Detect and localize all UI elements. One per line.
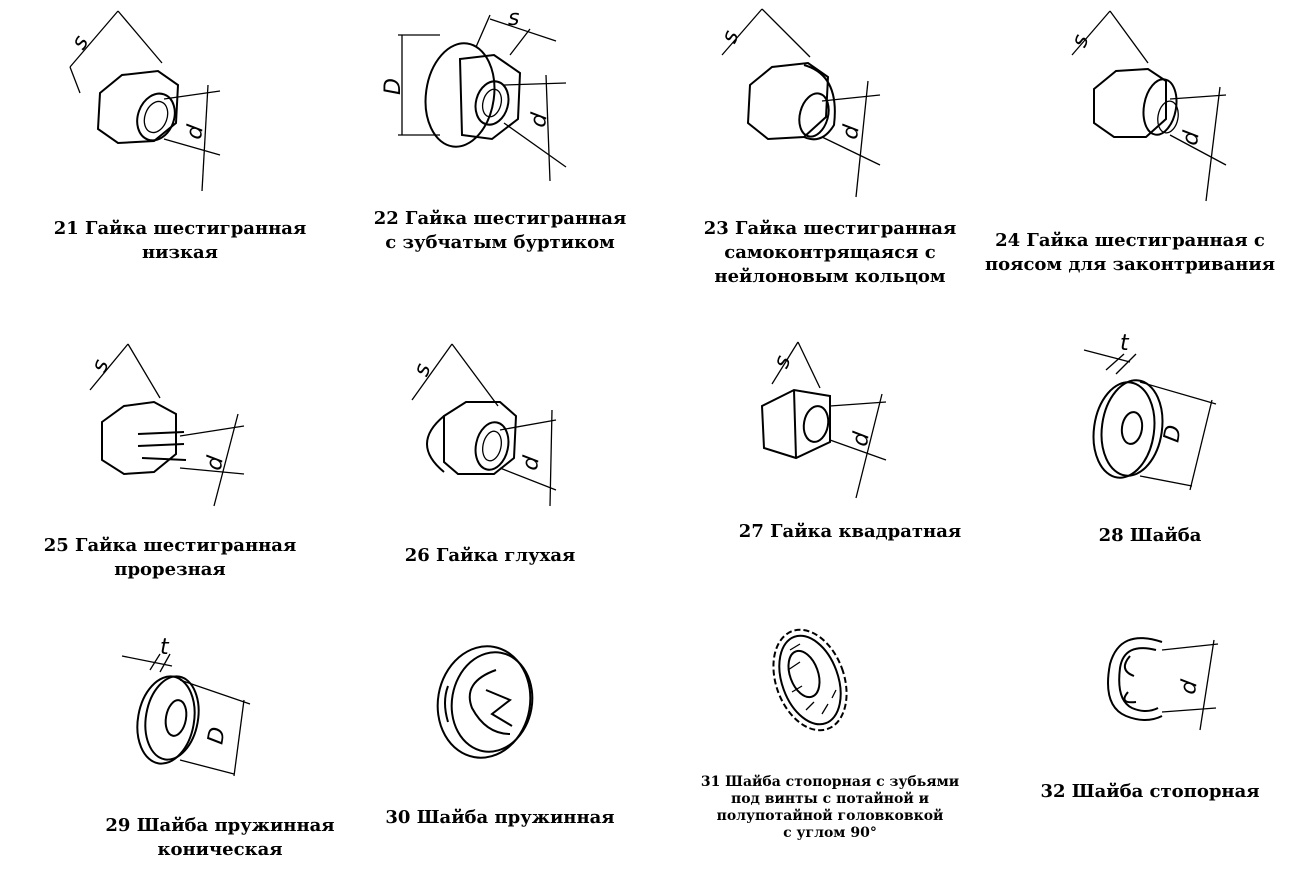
dim-d-label: d — [202, 453, 229, 472]
toothed-lock-washer-icon — [740, 620, 880, 740]
caption-line: нейлоновым кольцом — [714, 266, 946, 287]
flat-washer-icon: t D — [1080, 330, 1240, 500]
caption-line: под винты с потайной и — [730, 791, 930, 807]
dim-d-label: d — [182, 122, 209, 141]
caption-line: 21 Гайка шестигранная — [53, 218, 307, 239]
caption-line: самоконтрящаяся с — [724, 242, 936, 263]
dim-t-label: t — [1120, 331, 1130, 356]
caption-21: 21 Гайка шестигранная низкая — [30, 217, 330, 265]
item-28: t D 28 Шайба — [1080, 330, 1300, 560]
caption-line: прорезная — [114, 559, 226, 580]
item-21: s d 21 Гайка шестигранная низкая — [54, 5, 306, 275]
dim-D-label: D — [381, 78, 406, 95]
caption-32: 32 Шайба стопорная — [1000, 780, 1300, 804]
item-32: d 32 Шайба стопорная — [1040, 620, 1300, 820]
caption-line: 26 Гайка глухая — [404, 545, 576, 566]
hex-nut-serrated-flange-icon: D s d — [380, 5, 580, 185]
item-25: s d 25 Гайка шестигранная прорезная — [44, 340, 320, 590]
caption-31: 31 Шайба стопорная с зубьями под винты с… — [680, 774, 980, 842]
slotted-hex-nut-icon: s d — [80, 340, 260, 520]
caption-line: с зубчатым буртиком — [385, 232, 615, 253]
caption-27: 27 Гайка квадратная — [700, 520, 1000, 544]
caption-line: 22 Гайка шестигранная — [373, 208, 627, 229]
caption-line: низкая — [142, 242, 218, 263]
cap-nut-icon: s d — [400, 340, 580, 520]
square-nut-icon: s d — [750, 340, 930, 520]
caption-line: 32 Шайба стопорная — [1040, 781, 1260, 802]
item-23: s d 23 Гайка шестигранная самоконтрящаяс… — [704, 5, 956, 295]
caption-line: 23 Гайка шестигранная — [703, 218, 957, 239]
caption-line: с углом 90° — [783, 825, 877, 841]
item-29: t D 29 Шайба пружинная коническая — [105, 630, 350, 870]
caption-line: поясом для законтривания — [984, 254, 1275, 275]
caption-26: 26 Гайка глухая — [340, 544, 640, 568]
caption-22: 22 Гайка шестигранная с зубчатым буртико… — [350, 207, 650, 255]
dim-D-label: D — [203, 725, 231, 746]
dim-d-label: d — [518, 453, 545, 472]
retaining-ring-icon: d — [1090, 620, 1240, 750]
caption-24: 24 Гайка шестигранная с поясом для закон… — [960, 229, 1300, 277]
item-24: s d 24 Гайка шестигранная с поясом для з… — [985, 5, 1300, 285]
dim-d-label: d — [838, 122, 865, 141]
dim-s-label: s — [409, 360, 436, 379]
item-31: 31 Шайба стопорная с зубьями под винты с… — [701, 620, 980, 860]
dim-d-label: d — [1176, 677, 1203, 696]
item-27: s d 27 Гайка квадратная — [739, 340, 990, 590]
caption-25: 25 Гайка шестигранная прорезная — [0, 534, 340, 582]
caption-line: 28 Шайба — [1098, 525, 1202, 546]
dim-D-label: D — [1159, 423, 1187, 444]
caption-line: 24 Гайка шестигранная с — [995, 230, 1265, 251]
item-26: s d 26 Гайка глухая — [400, 340, 640, 590]
caption-30: 30 Шайба пружинная — [350, 806, 650, 830]
item-22: D s d 22 Гайка шестигранная с зубчатым б… — [374, 5, 627, 275]
dim-s-label: s — [717, 27, 744, 46]
hex-nut-locking-collar-icon: s d — [1060, 5, 1250, 205]
dim-s-label: s — [769, 352, 796, 371]
dim-t-label: t — [160, 635, 170, 660]
dim-s-label: s — [508, 6, 519, 31]
dim-d-label: d — [848, 429, 875, 448]
caption-29: 29 Шайба пружинная коническая — [70, 814, 370, 862]
caption-28: 28 Шайба — [1000, 524, 1300, 548]
dim-d-label: d — [1178, 128, 1205, 147]
nylon-insert-lock-nut-icon: s d — [710, 5, 900, 205]
conical-spring-washer-icon: t D — [110, 630, 270, 790]
caption-line: 31 Шайба стопорная с зубьями — [700, 774, 960, 790]
caption-line: 25 Гайка шестигранная — [43, 535, 297, 556]
caption-line: полупотайной головковкой — [716, 808, 944, 824]
caption-line: коническая — [157, 839, 283, 860]
caption-line: 30 Шайба пружинная — [385, 807, 615, 828]
caption-23: 23 Гайка шестигранная самоконтрящаяся с … — [680, 217, 980, 289]
caption-line: 29 Шайба пружинная — [105, 815, 335, 836]
dim-s-label: s — [67, 31, 94, 53]
low-hex-nut-icon: s d — [60, 5, 240, 195]
dim-s-label: s — [87, 356, 114, 375]
dim-d-label: d — [526, 110, 553, 129]
spring-washer-icon — [400, 630, 560, 780]
item-30: 30 Шайба пружинная — [385, 630, 640, 850]
caption-line: 27 Гайка квадратная — [738, 521, 962, 542]
